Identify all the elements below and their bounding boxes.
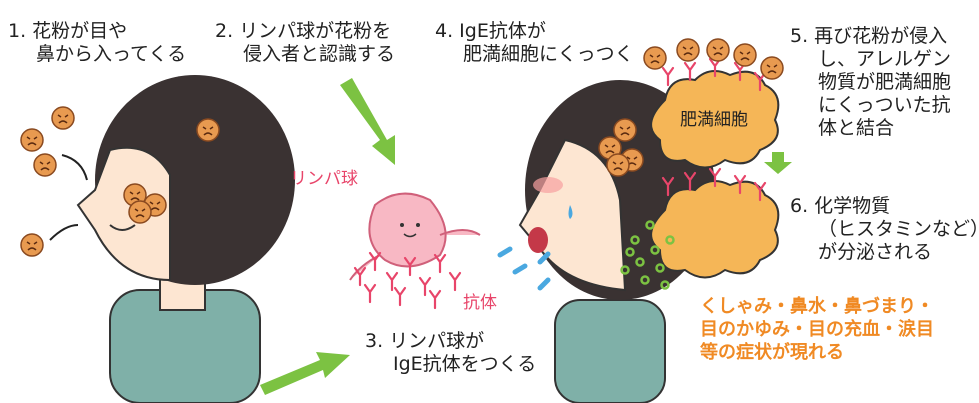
step-2-text: 2. リンパ球が花粉を侵入者と認識する xyxy=(215,20,396,65)
lymphocyte xyxy=(349,192,481,281)
step-1-text: 1. 花粉が目や鼻から入ってくる xyxy=(8,20,187,65)
pollen-grains-left xyxy=(20,106,88,257)
sneeze-droplets xyxy=(497,246,551,291)
step-4-text: 4. IgE抗体が肥満細胞にくっつく xyxy=(435,20,634,65)
histamine-granules xyxy=(620,220,675,290)
mast-cell-bottom xyxy=(650,167,780,279)
antibody-label: 抗体 xyxy=(463,293,497,313)
person-left xyxy=(76,75,295,403)
step-5-text: 5. 再び花粉が侵入し、アレルゲン物質が肥満細胞にくっついた抗体と結合 xyxy=(790,25,952,139)
symptoms-text: くしゃみ・鼻水・鼻づまり・目のかゆみ・目の充血・涙目等の症状が現れる xyxy=(700,296,934,363)
lymphocyte-label: リンパ球 xyxy=(290,169,358,189)
mast-cell-label: 肥満細胞 xyxy=(680,110,748,130)
arrow-down xyxy=(764,152,792,174)
mast-cell-top xyxy=(643,38,784,169)
step-6-text: 6. 化学物質（ヒスタミンなど）が分泌される xyxy=(790,195,979,263)
arrow-down-right xyxy=(340,78,395,165)
arrow-up-right xyxy=(260,352,350,395)
